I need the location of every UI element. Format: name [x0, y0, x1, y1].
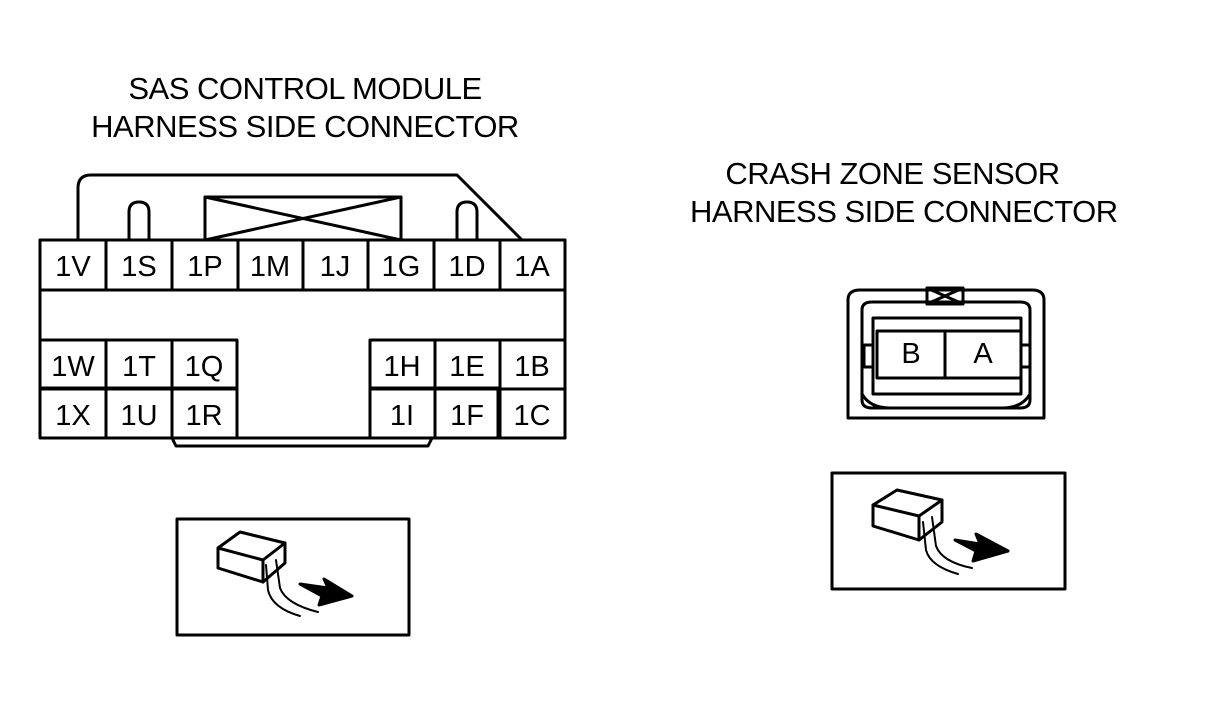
crash-sensor-connector: [846, 286, 1046, 420]
crash-title-line1: CRASH ZONE SENSOR: [725, 156, 1060, 191]
pin-label: 1A: [514, 251, 550, 283]
pin-label: 1J: [320, 251, 351, 283]
pin-label: 1I: [390, 400, 414, 432]
sas-connector-title: SAS CONTROL MODULE HARNESS SIDE CONNECTO…: [40, 70, 570, 146]
crash-sensor-title: CRASH ZONE SENSOR HARNESS SIDE CONNECTOR: [690, 155, 1118, 231]
pin-label: 1T: [122, 351, 156, 383]
crash-title-line2: HARNESS SIDE CONNECTOR: [690, 194, 1118, 229]
sas-title-line1: SAS CONTROL MODULE: [128, 71, 482, 106]
pin-label: 1U: [120, 400, 157, 432]
sas-connector: [38, 173, 567, 448]
pin-label: B: [901, 338, 920, 370]
pin-label: 1Q: [185, 351, 224, 383]
pin-label: 1G: [382, 251, 421, 283]
sas-title-line2: HARNESS SIDE CONNECTOR: [91, 109, 519, 144]
pin-label: 1P: [187, 251, 222, 283]
pin-label: 1E: [449, 351, 484, 383]
pin-label: 1X: [55, 400, 90, 432]
pin-label: 1H: [383, 351, 420, 383]
pin-label: 1D: [448, 251, 485, 283]
pin-label: 1S: [121, 251, 156, 283]
pin-label: 1V: [55, 251, 91, 283]
pin-label: A: [973, 338, 993, 370]
connector-probe-icon: [175, 517, 411, 637]
pin-label: 1R: [185, 400, 222, 432]
pin-label: 1C: [513, 400, 550, 432]
pin-label: 1M: [250, 251, 290, 283]
pin-label: 1W: [51, 351, 95, 383]
pin-label: 1B: [514, 351, 549, 383]
connector-probe-icon: [830, 471, 1067, 591]
pin-label: 1F: [450, 400, 484, 432]
